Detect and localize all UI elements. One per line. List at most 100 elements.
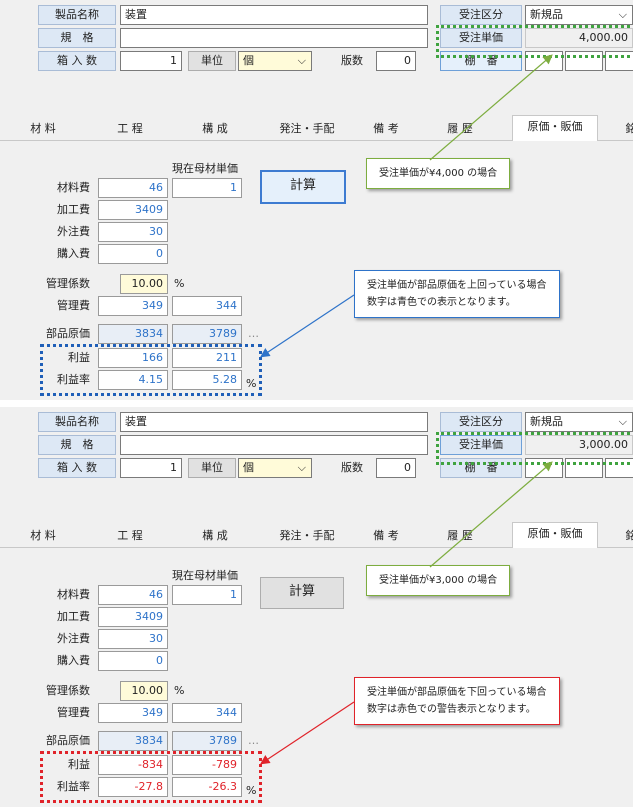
processing-cost-label: 加工費 xyxy=(57,610,90,623)
tab-remarks[interactable]: 備 考 xyxy=(373,529,399,542)
percent-sign-profit: % xyxy=(246,784,257,797)
order-price-highlight xyxy=(436,432,633,465)
outsource-cost-label: 外注費 xyxy=(57,225,90,238)
box-qty-input[interactable]: 1 xyxy=(120,458,182,478)
purchase-cost-value: 0 xyxy=(98,651,168,671)
part-cost-value: 3834 xyxy=(98,324,168,344)
chevron-down-icon: ⌵ xyxy=(618,8,627,21)
tab-structure[interactable]: 構 成 xyxy=(202,122,228,135)
product-name-input[interactable]: 装置 xyxy=(120,412,428,432)
box-qty-input[interactable]: 1 xyxy=(120,51,182,71)
mgmt-rate-label: 管理係数 xyxy=(46,277,90,290)
unit-select[interactable]: 個 ⌵ xyxy=(238,458,312,478)
tab-bar: 材 料 工 程 構 成 発注・手配 備 考 履 歴 原価・販価 銘 xyxy=(0,115,633,141)
edition-input[interactable]: 0 xyxy=(376,458,416,478)
tab-cost-price[interactable]: 原価・販価 xyxy=(512,522,598,548)
mgmt-cost-value: 349 xyxy=(98,296,168,316)
tab-materials[interactable]: 材 料 xyxy=(30,122,56,135)
profit-rate-label: 利益率 xyxy=(57,373,90,386)
purchase-cost-label: 購入費 xyxy=(57,654,90,667)
ellipsis-text: … xyxy=(248,327,259,340)
profit-rate-value: 4.15 xyxy=(98,370,168,390)
tab-process[interactable]: 工 程 xyxy=(117,529,143,542)
tab-history[interactable]: 履 歴 xyxy=(447,529,473,542)
spec-input[interactable] xyxy=(120,435,428,455)
spec-input[interactable] xyxy=(120,28,428,48)
spec-label: 規 格 xyxy=(38,435,116,455)
material-cost-label: 材料費 xyxy=(57,181,90,194)
order-price-label: 受注単価 xyxy=(440,28,522,48)
calculate-button[interactable]: 計算 xyxy=(260,577,344,609)
order-type-value: 新規品 xyxy=(530,415,563,428)
tab-history[interactable]: 履 歴 xyxy=(447,122,473,135)
material-base-value: 1 xyxy=(172,178,242,198)
order-type-select[interactable]: 新規品 ⌵ xyxy=(525,5,633,25)
tab-materials[interactable]: 材 料 xyxy=(30,529,56,542)
product-name-input[interactable]: 装置 xyxy=(120,5,428,25)
part-cost-value-base: 3789 xyxy=(172,731,242,751)
calculate-button[interactable]: 計算 xyxy=(260,170,346,204)
profit-highlight xyxy=(40,751,262,803)
note-callout-line1: 受注単価が部品原価を下回っている場合 xyxy=(367,687,547,698)
note-callout-line2: 数字は青色での表示となります。 xyxy=(367,297,516,308)
percent-sign: % xyxy=(174,277,185,290)
price-callout: 受注単価が¥4,000 の場合 xyxy=(366,158,511,189)
unit-select[interactable]: 個 ⌵ xyxy=(238,51,312,71)
profit-label: 利益 xyxy=(68,758,90,771)
mgmt-cost-value-base: 344 xyxy=(172,296,242,316)
product-name-label: 製品名称 xyxy=(38,412,116,432)
price-arrow xyxy=(429,461,553,568)
material-cost-value: 46 xyxy=(98,178,168,198)
unit-select-value: 個 xyxy=(243,54,254,67)
product-name-label: 製品名称 xyxy=(38,5,116,25)
profit-highlight xyxy=(40,344,262,396)
purchase-cost-value: 0 xyxy=(98,244,168,264)
profit-label: 利益 xyxy=(68,351,90,364)
tab-ordering[interactable]: 発注・手配 xyxy=(279,122,335,135)
tab-cost-price[interactable]: 原価・販価 xyxy=(512,115,598,141)
profit-rate-value: -27.8 xyxy=(98,777,168,797)
material-cost-label: 材料費 xyxy=(57,588,90,601)
order-type-label: 受注区分 xyxy=(440,5,522,25)
example-panel-above-cost: 製品名称 装置 規 格 箱 入 数 1 単位 個 ⌵ 版数 0 受注区分 新規品… xyxy=(0,0,633,400)
order-price-value: 4,000.00 xyxy=(525,28,633,48)
outsource-cost-value: 30 xyxy=(98,222,168,242)
tab-more[interactable]: 銘 xyxy=(625,529,633,542)
mgmt-rate-input[interactable]: 10.00 xyxy=(120,274,168,294)
tab-remarks[interactable]: 備 考 xyxy=(373,122,399,135)
example-panel-below-cost: 製品名称 装置 規 格 箱 入 数 1 単位 個 ⌵ 版数 0 受注区分 新規品… xyxy=(0,407,633,807)
order-price-value: 3,000.00 xyxy=(525,435,633,455)
processing-cost-label: 加工費 xyxy=(57,203,90,216)
mgmt-cost-value: 349 xyxy=(98,703,168,723)
tab-structure[interactable]: 構 成 xyxy=(202,529,228,542)
profit-arrow xyxy=(259,701,355,765)
edition-label: 版数 xyxy=(341,461,363,474)
profit-value: -834 xyxy=(98,755,168,775)
order-type-select[interactable]: 新規品 ⌵ xyxy=(525,412,633,432)
part-cost-value-base: 3789 xyxy=(172,324,242,344)
ellipsis-text: … xyxy=(248,734,259,747)
order-type-label: 受注区分 xyxy=(440,412,522,432)
edition-input[interactable]: 0 xyxy=(376,51,416,71)
tab-process[interactable]: 工 程 xyxy=(117,122,143,135)
unit-button[interactable]: 単位 xyxy=(188,51,236,71)
profit-rate-value-base: -26.3 xyxy=(172,777,242,797)
processing-cost-value: 3409 xyxy=(98,200,168,220)
chevron-down-icon: ⌵ xyxy=(618,415,627,428)
edition-label: 版数 xyxy=(341,54,363,67)
processing-cost-value: 3409 xyxy=(98,607,168,627)
price-callout-text: 受注単価が¥4,000 の場合 xyxy=(379,168,498,179)
profit-value: 166 xyxy=(98,348,168,368)
tab-bar: 材 料 工 程 構 成 発注・手配 備 考 履 歴 原価・販価 銘 xyxy=(0,522,633,548)
note-callout-line2: 数字は赤色での警告表示となります。 xyxy=(367,704,536,715)
unit-button[interactable]: 単位 xyxy=(188,458,236,478)
mgmt-rate-label: 管理係数 xyxy=(46,684,90,697)
profit-value-base: -789 xyxy=(172,755,242,775)
tab-more[interactable]: 銘 xyxy=(625,122,633,135)
tab-ordering[interactable]: 発注・手配 xyxy=(279,529,335,542)
chevron-down-icon: ⌵ xyxy=(297,54,306,67)
mgmt-rate-input[interactable]: 10.00 xyxy=(120,681,168,701)
mgmt-cost-label: 管理費 xyxy=(57,299,90,312)
box-qty-label: 箱 入 数 xyxy=(38,458,116,478)
box-qty-label: 箱 入 数 xyxy=(38,51,116,71)
